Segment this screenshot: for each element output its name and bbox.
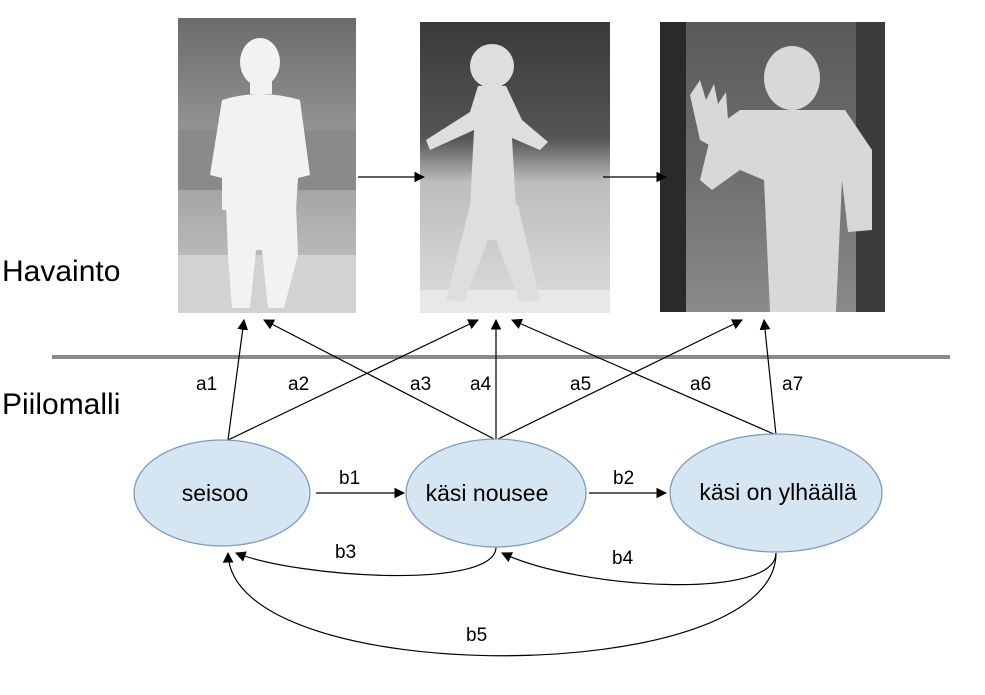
observation-layer-label: Havainto xyxy=(2,255,120,288)
edge-b3 xyxy=(234,546,497,577)
edge-label-a5: a5 xyxy=(570,374,591,395)
standing-person-icon xyxy=(210,38,310,308)
state-kasi-nousee: käsi nousee xyxy=(405,438,587,548)
edge-a3 xyxy=(263,319,497,441)
hidden-layer-label: Piilomalli xyxy=(2,388,120,421)
edge-label-b4: b4 xyxy=(612,548,634,569)
edge-label-a2: a2 xyxy=(288,374,309,395)
edge-b4 xyxy=(501,552,777,586)
edge-label-b2: b2 xyxy=(613,468,634,489)
state-node xyxy=(669,433,883,553)
edge-a7 xyxy=(759,318,777,436)
edge-label-a3: a3 xyxy=(410,374,431,395)
state-seisoo: seisoo xyxy=(133,439,311,547)
arm-rising-person-icon xyxy=(426,44,548,302)
state-label: käsi on ylhäällä xyxy=(699,479,856,505)
edge-a1 xyxy=(227,318,249,441)
edge-label-b5: b5 xyxy=(466,625,487,646)
observation-image-1 xyxy=(178,18,356,313)
state-node xyxy=(133,439,311,547)
edge-a2 xyxy=(227,319,479,441)
edge-label-a1: a1 xyxy=(196,374,217,395)
edge-a6 xyxy=(511,318,777,436)
edge-label-b1: b1 xyxy=(339,468,360,489)
observation-image-3 xyxy=(660,22,885,312)
edge-label-b3: b3 xyxy=(335,542,356,563)
edge-label-a6: a6 xyxy=(690,374,711,395)
state-label: seisoo xyxy=(182,480,248,506)
edge-b5 xyxy=(222,551,777,657)
observation-image-2 xyxy=(420,22,610,313)
state-kasi-on-ylhaalla: käsi on ylhäällä xyxy=(669,433,883,553)
state-label: käsi nousee xyxy=(426,480,549,506)
edge-label-a7: a7 xyxy=(782,374,803,395)
hand-raised-person-icon xyxy=(690,46,872,312)
state-node xyxy=(405,438,587,548)
edge-a5 xyxy=(495,319,743,441)
edge-label-a4: a4 xyxy=(470,374,492,395)
